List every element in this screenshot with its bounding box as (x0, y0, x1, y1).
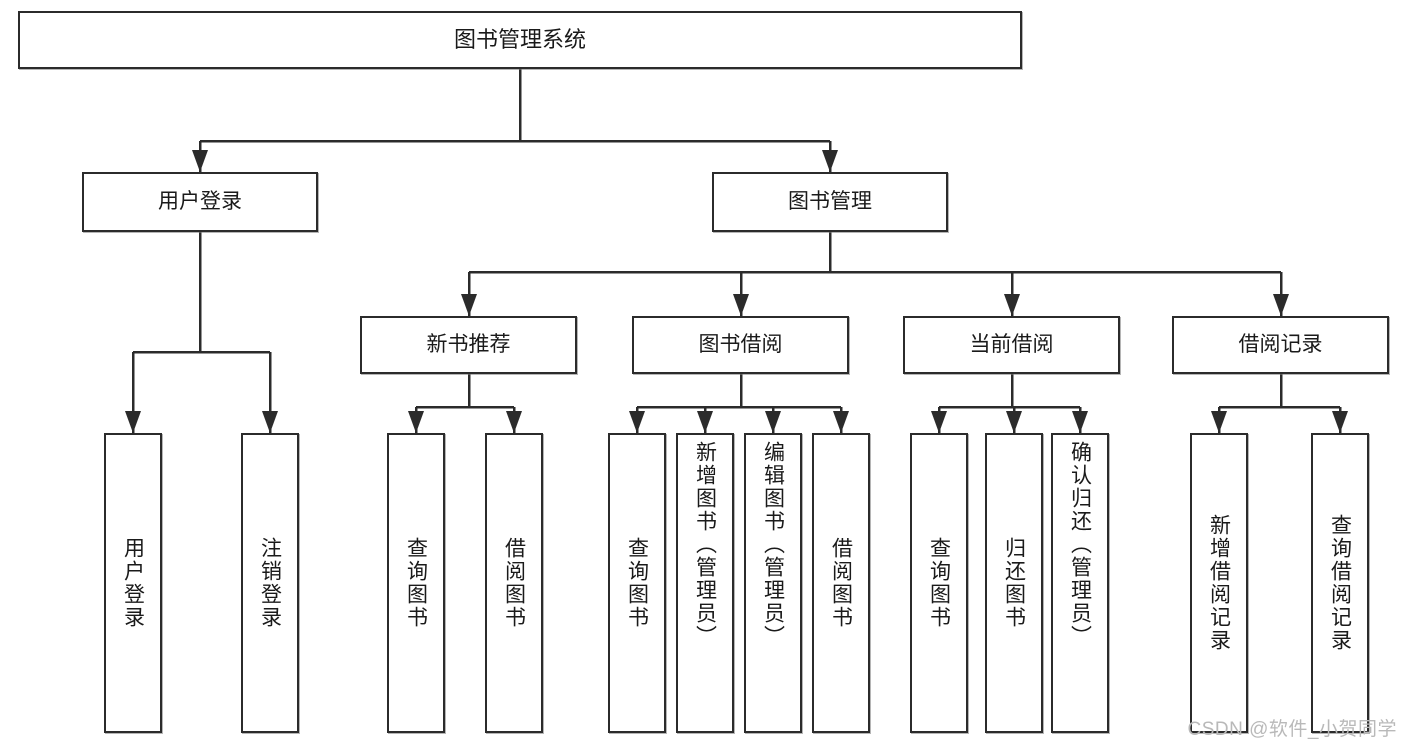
arrowhead-leaf-query-book-3 (931, 411, 947, 433)
arrowhead-new-book-rec (461, 294, 477, 316)
arrowhead-leaf-logout (262, 411, 278, 433)
node-leaf-edit-book[interactable]: 编辑图书（管理员） (744, 433, 802, 733)
node-label-leaf-add-record: 新增借阅记录 (1207, 514, 1231, 652)
node-leaf-query-book-1[interactable]: 查询图书 (387, 433, 445, 733)
node-label-leaf-borrow-book-2: 借阅图书 (829, 537, 853, 629)
node-current-borrow[interactable]: 当前借阅 (903, 316, 1120, 374)
node-label-leaf-edit-book: 编辑图书（管理员） (761, 441, 785, 648)
node-new-book-rec[interactable]: 新书推荐 (360, 316, 577, 374)
node-label-book-borrow: 图书借阅 (698, 332, 783, 356)
arrowhead-user-login (192, 150, 208, 172)
node-root[interactable]: 图书管理系统 (18, 11, 1022, 69)
node-label-leaf-query-book-1: 查询图书 (404, 537, 428, 629)
node-label-leaf-query-book-2: 查询图书 (625, 537, 649, 629)
arrowhead-borrow-record (1273, 294, 1289, 316)
node-user-login[interactable]: 用户登录 (82, 172, 318, 232)
arrowhead-leaf-confirm-return (1072, 411, 1088, 433)
node-label-user-login: 用户登录 (158, 189, 242, 213)
node-label-leaf-user-login: 用户登录 (121, 537, 145, 629)
arrowhead-current-borrow (1004, 294, 1020, 316)
node-leaf-borrow-book-2[interactable]: 借阅图书 (812, 433, 870, 733)
node-borrow-record[interactable]: 借阅记录 (1172, 316, 1389, 374)
arrowhead-leaf-query-book-2 (629, 411, 645, 433)
node-label-root: 图书管理系统 (453, 26, 586, 52)
arrowhead-leaf-add-record (1211, 411, 1227, 433)
node-label-leaf-confirm-return: 确认归还（管理员） (1068, 441, 1092, 648)
watermark-text: CSDN @软件_小贺同学 (1187, 719, 1397, 740)
arrowhead-leaf-user-login (125, 411, 141, 433)
node-leaf-add-book[interactable]: 新增图书（管理员） (676, 433, 734, 733)
node-leaf-confirm-return[interactable]: 确认归还（管理员） (1051, 433, 1109, 733)
arrowhead-book-manage (822, 150, 838, 172)
node-leaf-user-login[interactable]: 用户登录 (104, 433, 162, 733)
node-label-leaf-query-book-3: 查询图书 (927, 537, 951, 629)
arrowhead-leaf-query-book-1 (408, 411, 424, 433)
node-leaf-query-book-2[interactable]: 查询图书 (608, 433, 666, 733)
arrowhead-leaf-borrow-book-2 (833, 411, 849, 433)
arrowhead-leaf-edit-book (765, 411, 781, 433)
node-label-current-borrow: 当前借阅 (969, 332, 1054, 356)
node-leaf-add-record[interactable]: 新增借阅记录 (1190, 433, 1248, 733)
arrowhead-leaf-query-record (1332, 411, 1348, 433)
node-label-new-book-rec: 新书推荐 (426, 332, 511, 356)
node-label-book-manage: 图书管理 (788, 189, 872, 213)
node-label-leaf-add-book: 新增图书（管理员） (693, 441, 717, 648)
node-label-leaf-return-book: 归还图书 (1002, 537, 1026, 629)
arrowhead-leaf-borrow-book-1 (506, 411, 522, 433)
node-label-leaf-borrow-book-1: 借阅图书 (502, 537, 526, 629)
arrowhead-leaf-return-book (1006, 411, 1022, 433)
node-label-leaf-query-record: 查询借阅记录 (1328, 514, 1352, 652)
node-label-borrow-record: 借阅记录 (1238, 332, 1323, 356)
node-leaf-borrow-book-1[interactable]: 借阅图书 (485, 433, 543, 733)
node-book-manage[interactable]: 图书管理 (712, 172, 948, 232)
node-label-leaf-logout: 注销登录 (258, 537, 282, 629)
node-leaf-return-book[interactable]: 归还图书 (985, 433, 1043, 733)
node-leaf-logout[interactable]: 注销登录 (241, 433, 299, 733)
node-leaf-query-record[interactable]: 查询借阅记录 (1311, 433, 1369, 733)
arrowhead-leaf-add-book (697, 411, 713, 433)
node-leaf-query-book-3[interactable]: 查询图书 (910, 433, 968, 733)
node-book-borrow[interactable]: 图书借阅 (632, 316, 849, 374)
arrowhead-book-borrow (733, 294, 749, 316)
